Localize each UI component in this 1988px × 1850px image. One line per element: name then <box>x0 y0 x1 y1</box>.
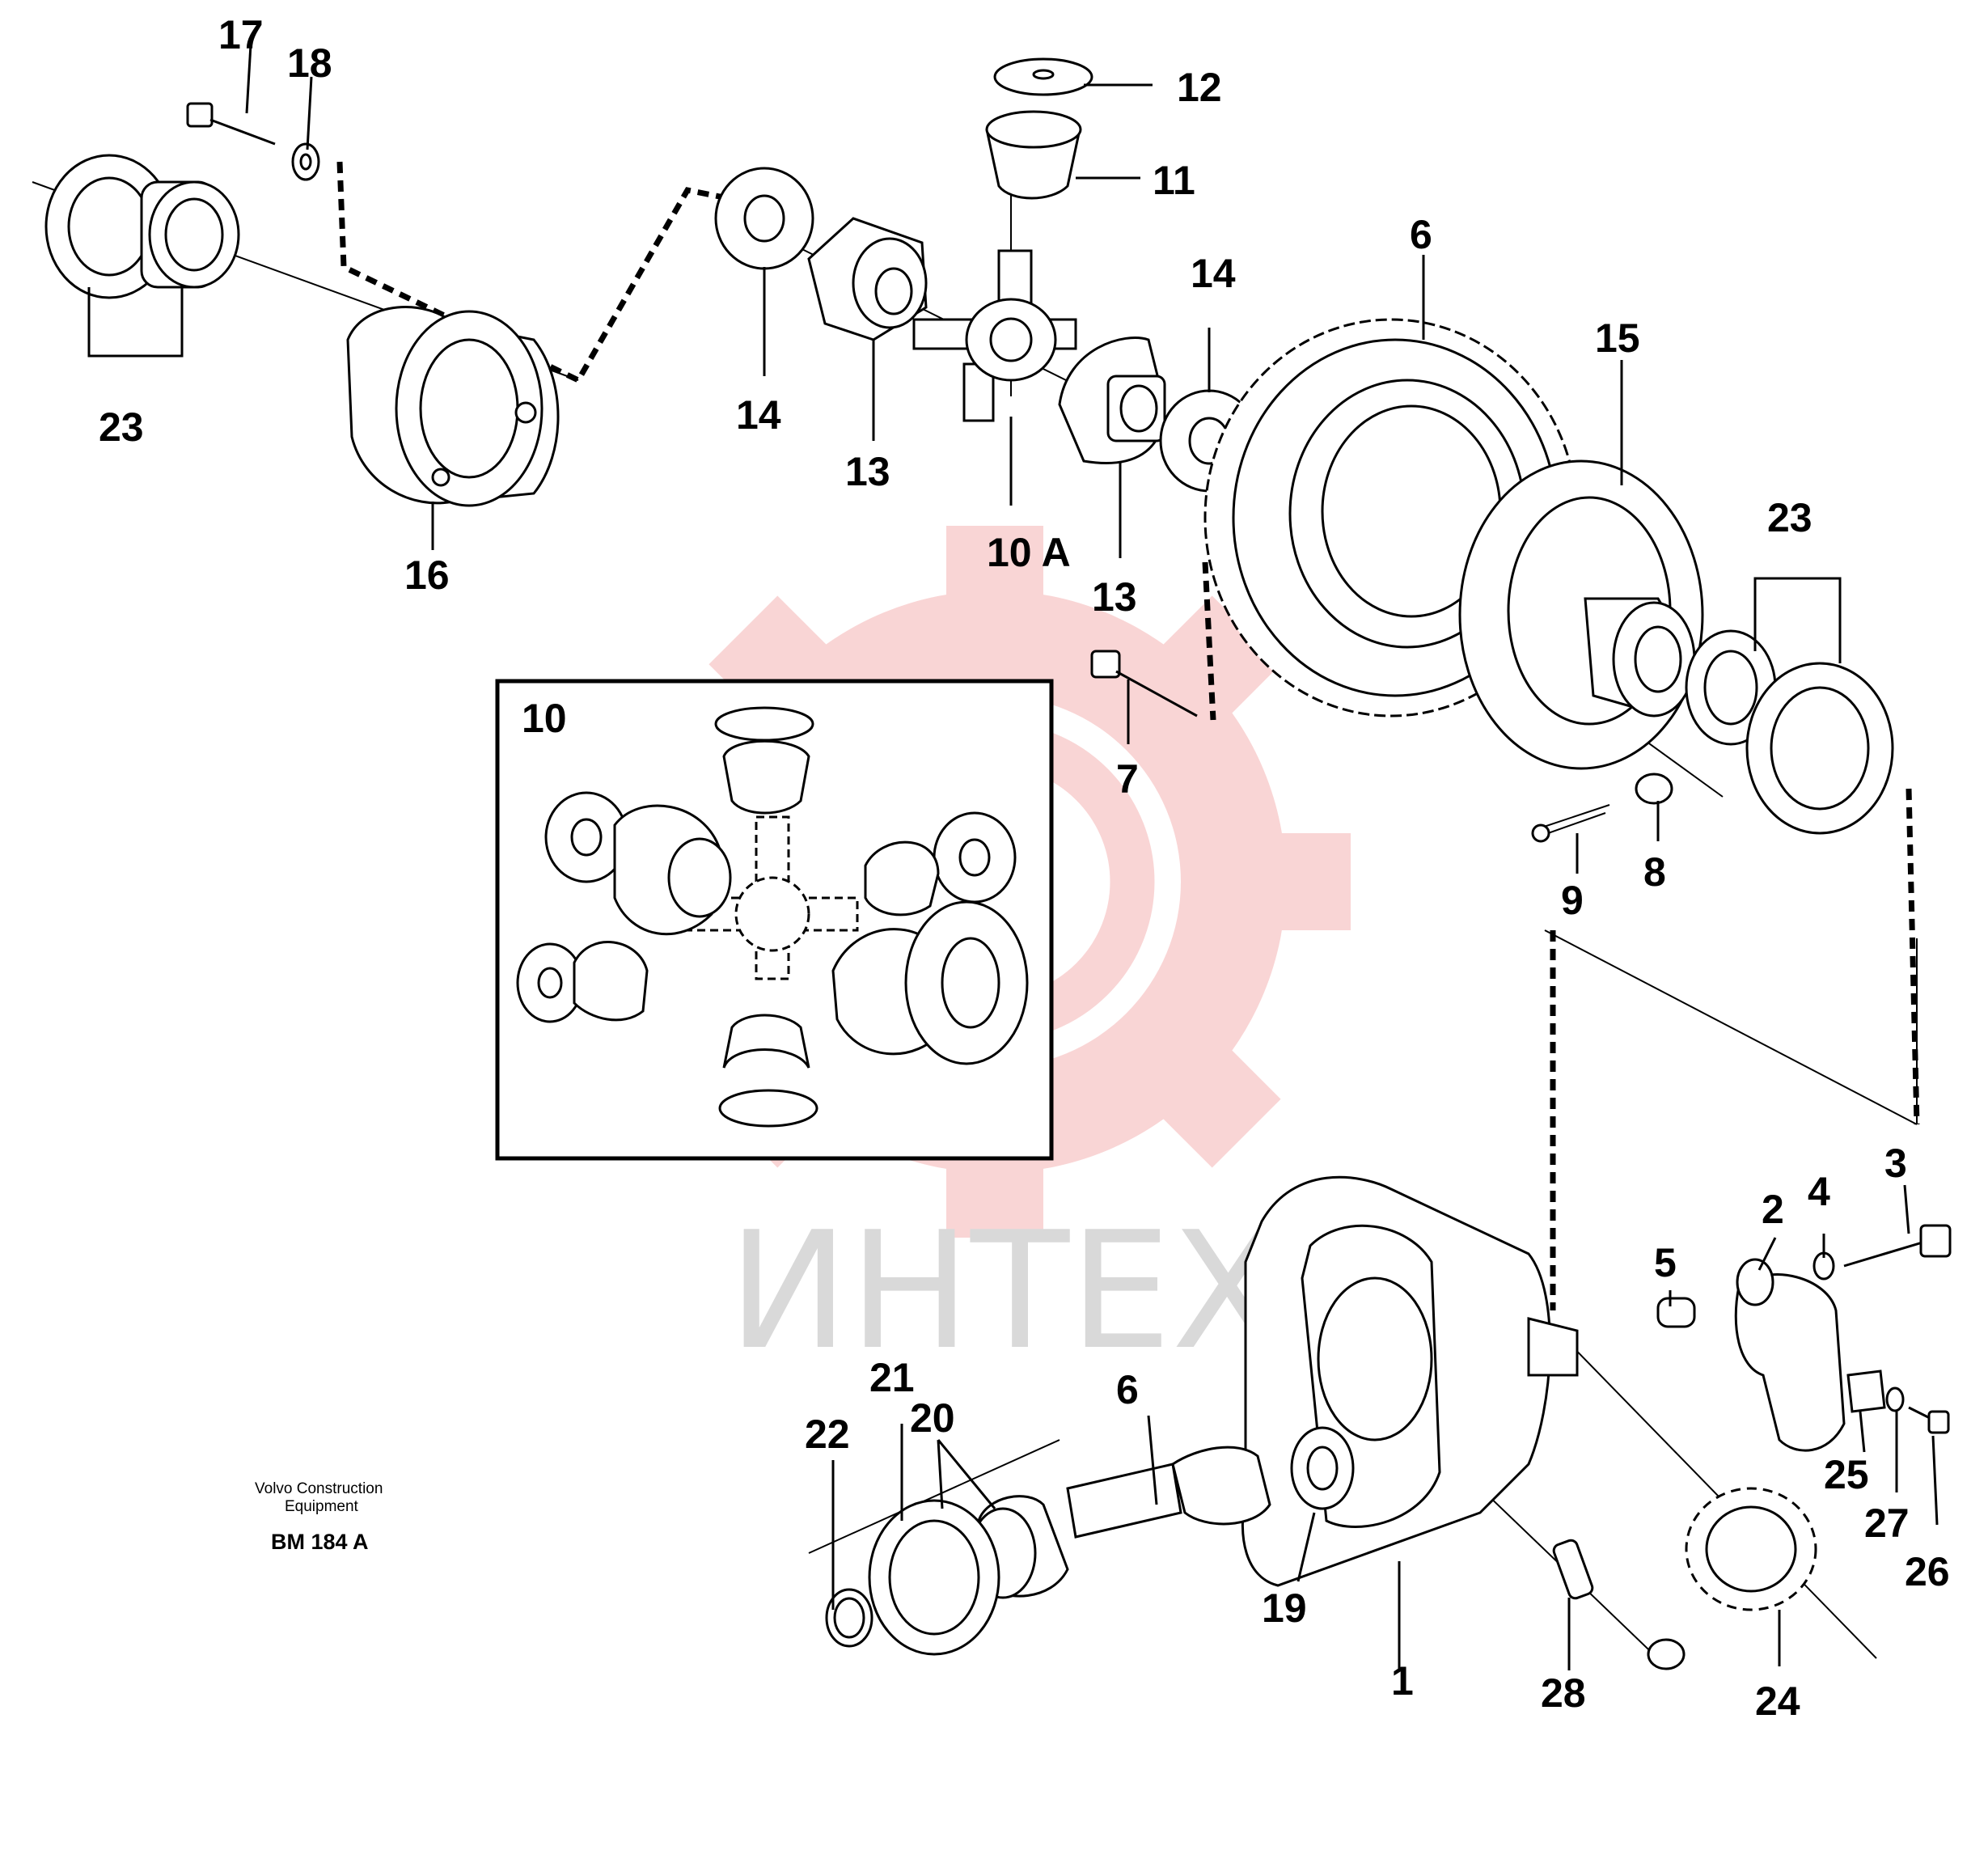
part-14-thrust-washer-left <box>714 167 814 270</box>
callout-inset-10: 10 <box>522 696 567 741</box>
drawing-code: BM 184 A <box>271 1530 369 1554</box>
part-16-differential-case <box>346 306 560 507</box>
part-9-cotter-pin <box>1531 804 1610 843</box>
callout-17: 17 <box>218 12 264 57</box>
manufacturer-line-2: Equipment <box>285 1498 359 1515</box>
callout-14-left: 14 <box>736 392 781 438</box>
part-10a-spider <box>912 249 1077 422</box>
callout-1: 1 <box>1391 1658 1414 1704</box>
part-3-bolt <box>1843 1224 1952 1268</box>
part-23-right-bearing <box>1685 629 1894 835</box>
part-18-washer <box>291 142 320 181</box>
callout-19: 19 <box>1262 1585 1307 1631</box>
callout-7: 7 <box>1116 756 1139 802</box>
part-11-pinion-gear <box>985 110 1082 200</box>
callout-26: 26 <box>1905 1549 1950 1594</box>
part-13-side-gear-left <box>807 217 928 341</box>
callout-2: 2 <box>1762 1187 1784 1232</box>
watermark-gear-tooth <box>946 526 1043 623</box>
part-26-bolt <box>1908 1406 1950 1434</box>
inset-box-10 <box>495 679 1054 1161</box>
callout-14-right: 14 <box>1191 251 1236 296</box>
callout-13-right: 13 <box>1092 574 1137 620</box>
part-2-bearing-cap <box>1734 1258 1846 1452</box>
manufacturer-line-1: Volvo Construction <box>255 1480 383 1497</box>
callout-27: 27 <box>1864 1501 1910 1546</box>
part-27-washer <box>1885 1386 1905 1412</box>
part-25-lock-plate <box>1846 1370 1886 1413</box>
callout-16: 16 <box>404 552 450 598</box>
watermark-gear-tooth <box>1254 833 1351 930</box>
drawing-caption: Volvo Construction Equipment BM 184 A <box>255 1480 383 1554</box>
callout-10a: 10 A <box>987 530 1071 575</box>
part-19-bearing <box>1290 1426 1355 1510</box>
part-21-bearing-cup <box>868 1499 1000 1656</box>
assembly-dashed-paths <box>336 161 1920 1310</box>
callout-6-top: 6 <box>1410 212 1432 257</box>
part-6-pinion-shaft <box>1066 1446 1271 1539</box>
callout-6-bottom: 6 <box>1116 1367 1139 1412</box>
callout-22: 22 <box>805 1412 850 1457</box>
part-7-bolt <box>1090 650 1198 718</box>
part-24-adjusting-nut <box>1685 1487 1817 1611</box>
callout-21: 21 <box>869 1355 915 1400</box>
callout-4: 4 <box>1808 1169 1830 1214</box>
part-8-castle-nut <box>1635 773 1673 805</box>
inset-spider-assembly <box>516 706 1029 1128</box>
part-22-seal-ring <box>825 1588 873 1648</box>
callout-11: 11 <box>1153 158 1195 203</box>
callout-18: 18 <box>287 40 332 86</box>
part-23-left-bearing <box>44 154 240 299</box>
callout-12: 12 <box>1177 65 1222 110</box>
callout-3: 3 <box>1884 1141 1907 1186</box>
watermark-text: ИНТЕХ <box>728 1197 1283 1386</box>
callout-28: 28 <box>1541 1670 1586 1716</box>
part-13-side-gear-right <box>1058 337 1166 464</box>
callout-13-left: 13 <box>845 449 890 494</box>
callout-23-left: 23 <box>99 404 144 450</box>
callout-9: 9 <box>1561 878 1584 923</box>
callout-5: 5 <box>1654 1240 1677 1285</box>
callout-23-right: 23 <box>1767 495 1812 540</box>
part-12-washer <box>993 57 1093 96</box>
part-15-differential-housing <box>1458 459 1704 770</box>
callout-labels: 17 18 23 16 12 11 14 13 10 A 13 14 6 15 … <box>99 12 1950 1724</box>
callout-24: 24 <box>1755 1679 1800 1724</box>
callout-8: 8 <box>1643 849 1666 895</box>
leader-lines <box>87 44 1939 1670</box>
watermark-gear-tooth <box>1143 1030 1281 1168</box>
callout-25: 25 <box>1824 1452 1869 1497</box>
callout-15: 15 <box>1595 315 1640 361</box>
part-5-sleeve <box>1656 1297 1696 1328</box>
callout-20: 20 <box>910 1395 955 1441</box>
part-28-stud <box>1552 1539 1686 1670</box>
part-17-bolt <box>186 102 276 146</box>
part-1-axle-housing <box>1241 1175 1579 1587</box>
